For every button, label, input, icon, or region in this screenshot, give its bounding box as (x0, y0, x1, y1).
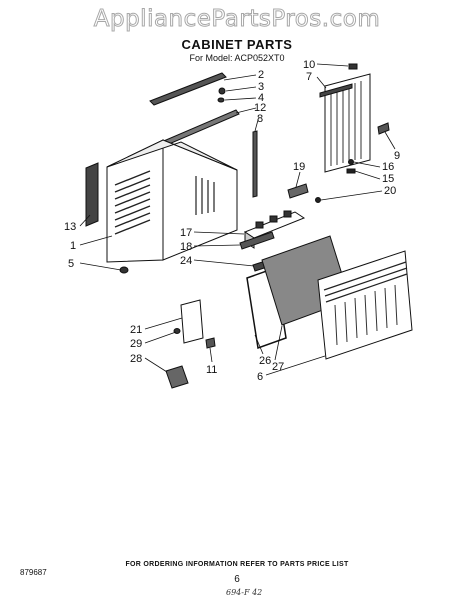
part-4-clip (217, 97, 225, 103)
catalog-number: 879687 (20, 568, 47, 577)
callout-29: 29 (130, 338, 142, 350)
callout-12: 12 (254, 102, 266, 114)
callout-9: 9 (394, 150, 400, 162)
part-3-screw (218, 87, 226, 95)
callout-21: 21 (130, 324, 142, 336)
callout-16: 16 (382, 161, 394, 173)
part-8-brace (252, 130, 258, 198)
part-1-cabinet (106, 139, 238, 263)
part-10-clip (348, 63, 358, 70)
callout-26: 26 (259, 355, 271, 367)
part-15-pin (346, 168, 356, 174)
part-7-coil-frame (319, 73, 371, 173)
callout-6: 6 (257, 371, 263, 383)
part-6-front-grille (317, 250, 413, 360)
callout-8: 8 (257, 113, 263, 125)
callout-19: 19 (293, 161, 305, 173)
part-28-bracket (165, 365, 189, 389)
callout-24: 24 (180, 255, 192, 267)
callout-3: 3 (258, 81, 264, 93)
callout-13: 13 (64, 221, 76, 233)
handwritten-mark: 694-F 42 (226, 588, 263, 597)
callout-2: 2 (258, 69, 264, 81)
callout-10: 10 (303, 59, 315, 71)
callout-17: 17 (180, 227, 192, 239)
diagram-title: CABINET PARTS (181, 37, 293, 52)
part-20-screw (315, 197, 321, 203)
part-11-knob (205, 337, 216, 349)
callout-28: 28 (130, 353, 142, 365)
watermark: AppliancePartsPros.com (93, 6, 381, 33)
callout-20: 20 (384, 185, 396, 197)
part-19-bracket (287, 183, 309, 199)
part-5-screw (119, 266, 129, 274)
callout-5: 5 (68, 258, 74, 270)
callout-27: 27 (272, 361, 284, 373)
callout-18: 18 (180, 241, 192, 253)
part-21-control-plate (180, 299, 204, 344)
callout-4: 4 (258, 92, 264, 104)
part-9-bracket (377, 122, 390, 135)
callout-1: 1 (70, 240, 76, 252)
part-13-side-panel (85, 162, 99, 227)
callout-7: 7 (306, 71, 312, 83)
part-2-gasket-strip (149, 72, 227, 106)
ordering-note: FOR ORDERING INFORMATION REFER TO PARTS … (125, 561, 349, 568)
callout-11: 11 (206, 364, 217, 376)
part-18-plate (239, 231, 275, 250)
page-number: 6 (234, 574, 240, 585)
model-subtitle: For Model: ACP052XT0 (189, 53, 285, 63)
part-16-knob (348, 159, 354, 165)
part-17-control-bracket (243, 210, 306, 249)
callout-15: 15 (382, 173, 394, 185)
